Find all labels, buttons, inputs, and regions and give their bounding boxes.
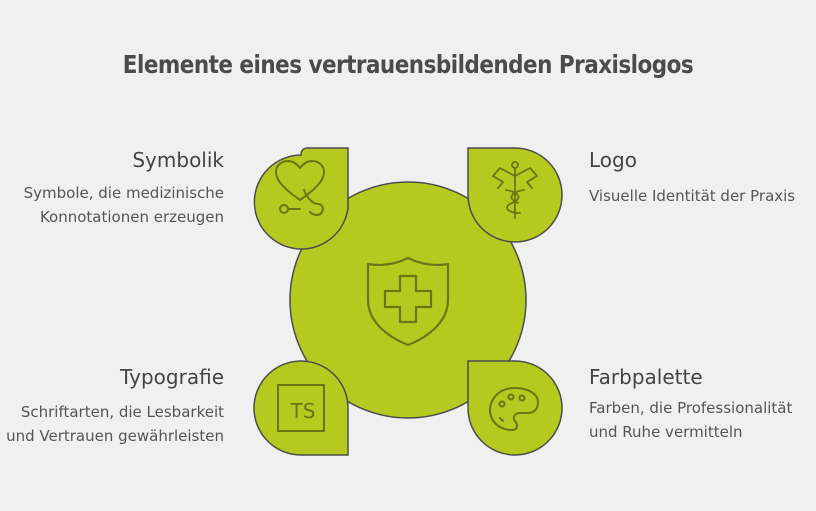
item-title-logo: Logo [589, 148, 637, 172]
stethoscope-heart-icon [275, 160, 325, 216]
item-title-symbolik: Symbolik [132, 148, 224, 172]
desc-line: Schriftarten, die Lesbarkeit [20, 403, 224, 421]
item-title-farbpalette: Farbpalette [589, 365, 703, 389]
desc-line: und Ruhe vermitteln [589, 423, 743, 441]
item-title-typografie: Typografie [120, 365, 224, 389]
desc-line: Farben, die Professionalität [589, 399, 793, 417]
item-desc-farbpalette: Farben, die Professionalität und Ruhe ve… [589, 396, 792, 444]
typescript-ts-icon: TS [277, 384, 325, 432]
palette-icon [489, 387, 539, 431]
svg-text:TS: TS [290, 399, 316, 423]
desc-line: Symbole, die medizinische [23, 184, 224, 202]
item-desc-logo: Visuelle Identität der Praxis [589, 184, 795, 208]
page-title: Elemente eines vertrauensbildenden Praxi… [122, 50, 694, 79]
desc-line: Konnotationen erzeugen [39, 208, 224, 226]
item-desc-typografie: Schriftarten, die Lesbarkeit und Vertrau… [6, 400, 224, 448]
caduceus-icon [492, 161, 538, 219]
item-desc-symbolik: Symbole, die medizinische Konnotationen … [24, 181, 224, 229]
shield-cross-icon [366, 256, 450, 347]
center-circle [289, 181, 527, 419]
petal-farbpalette [467, 360, 563, 456]
desc-line: Visuelle Identität der Praxis [589, 187, 796, 205]
desc-line: und Vertrauen gewährleisten [6, 427, 224, 445]
